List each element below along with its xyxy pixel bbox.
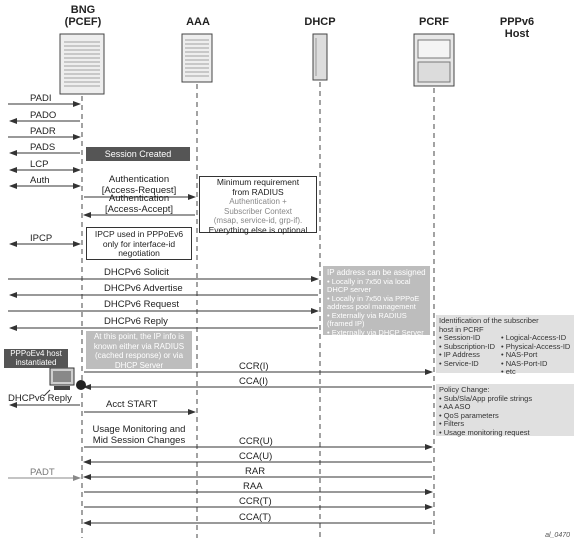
subscriber-id-item: etc (501, 367, 570, 377)
radius-requirement-title: Minimum requirement from RADIUS (216, 177, 300, 197)
radius-requirement-note: Minimum requirement from RADIUS Authenti… (199, 176, 317, 235)
subscriber-id-title: Identification of the subscriber host in… (439, 316, 539, 334)
ip-known-note: At this point, the IP info is known eith… (86, 331, 192, 370)
aaa-server-icon (181, 33, 213, 83)
policy-change-item: Filters (439, 419, 571, 429)
dhcpv6-reply-host-label: DHCPv6 Reply (8, 393, 72, 404)
session-created-badge: Session Created (86, 147, 190, 161)
ccr-t-label: CCR(T) (239, 496, 272, 507)
policy-change-item: AA ASO (439, 402, 571, 412)
host-header: PPPv6 Host (499, 16, 535, 40)
ip-assign-item: Externally via DHCP Server (327, 328, 426, 338)
host-instantiated-badge: PPPoEv4 host instantiated (4, 349, 68, 368)
bng-server-icon (59, 33, 105, 95)
subscriber-id-item: IP Address (439, 350, 501, 360)
policy-change-title: Policy Change: (439, 385, 490, 394)
ip-assign-item: Locally in 7x50 via local DHCP server (327, 277, 426, 295)
dhcp-server-icon (312, 33, 328, 81)
radius-requirement-detail: Authentication + Subscriber Context (msa… (213, 197, 303, 225)
subscriber-id-item: Subscription-ID (439, 342, 501, 352)
rar-label: RAR (245, 466, 266, 477)
pcrf-server-icon (413, 33, 455, 87)
aaa-header: AAA (186, 16, 210, 28)
ipcp-label: IPCP (30, 233, 53, 244)
subscriber-id-item: Service-ID (439, 359, 501, 369)
subscriber-id-item: NAS-Port-ID (501, 359, 570, 369)
policy-change-item: Usage monitoring request (439, 428, 571, 438)
figure-id: al_0470 (545, 532, 570, 539)
auth-request-label: Authentication [Access-Request] (101, 174, 177, 196)
auth-accept-label: Authentication [Access-Accept] (104, 193, 174, 215)
dhcpv6-solicit-label: DHCPv6 Solicit (104, 267, 169, 278)
policy-change-item: Sub/Sla/App profile strings (439, 394, 571, 404)
padi-label: PADI (30, 93, 52, 104)
usage-monitoring-label: Usage Monitoring and Mid Session Changes (92, 424, 186, 446)
subscriber-id-item: Session-ID (439, 333, 501, 343)
pado-label: PADO (30, 110, 57, 121)
subscriber-id-item: NAS-Port (501, 350, 570, 360)
subscriber-id-note: Identification of the subscriber host in… (436, 315, 574, 376)
subscriber-id-item: Physical-Access-ID (501, 342, 571, 352)
ip-assignment-title: IP address can be assigned (327, 268, 426, 277)
padt-label: PADT (30, 467, 55, 478)
acct-start-label: Acct START (106, 399, 158, 410)
raa-label: RAA (243, 481, 263, 492)
cca-u-label: CCA(U) (239, 451, 273, 462)
host-instantiated-icon (43, 367, 86, 397)
lcp-label: LCP (30, 159, 49, 170)
ccr-u-label: CCR(U) (239, 436, 273, 447)
pads-label: PADS (30, 142, 56, 153)
ip-assignment-note: IP address can be assigned Locally in 7x… (323, 266, 430, 338)
policy-change-note: Policy Change: Sub/Sla/App profile strin… (436, 384, 574, 436)
bng-header: BNG (PCEF) (64, 4, 102, 28)
ip-assign-item: Locally in 7x50 via PPPoE address pool m… (327, 294, 426, 312)
subscriber-id-item: Logical-Access-ID (501, 333, 570, 343)
dhcp-header: DHCP (304, 16, 336, 28)
dhcpv6-advertise-label: DHCPv6 Advertise (104, 283, 183, 294)
padr-label: PADR (30, 126, 56, 137)
cca-i-label: CCA(I) (239, 376, 269, 387)
pcrf-header: PCRF (419, 16, 449, 28)
ip-assign-item: Externally via RADIUS (framed IP) (327, 311, 426, 329)
policy-change-item: QoS parameters (439, 411, 571, 421)
radius-requirement-optional: Everything else is optional (208, 224, 308, 235)
ipcp-note: IPCP used in PPPoEv6 only for interface-… (86, 227, 192, 260)
auth-label: Auth (30, 175, 50, 186)
message-arrows (8, 101, 433, 526)
dhcpv6-reply-label: DHCPv6 Reply (104, 316, 168, 327)
cca-t-label: CCA(T) (239, 512, 272, 523)
ccr-i-label: CCR(I) (239, 361, 269, 372)
dhcpv6-request-label: DHCPv6 Request (104, 299, 179, 310)
